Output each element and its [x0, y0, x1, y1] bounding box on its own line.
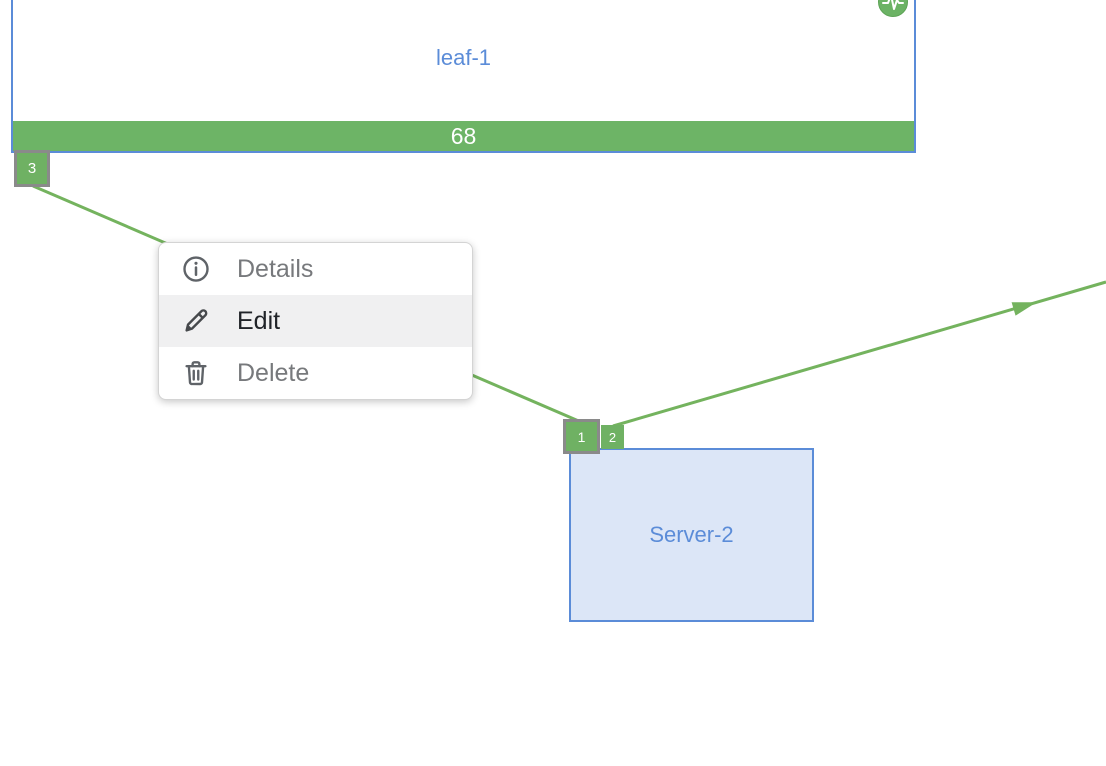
- pencil-icon: [181, 306, 211, 336]
- menu-item-label: Details: [237, 254, 314, 283]
- menu-item-delete[interactable]: Delete: [159, 347, 472, 399]
- context-menu: Details Edit Del: [158, 242, 473, 400]
- edge-arrowhead: [1011, 302, 1037, 316]
- node-server-2[interactable]: Server-2: [569, 448, 814, 622]
- port-badge-leaf1-3[interactable]: 3: [14, 150, 50, 187]
- menu-item-label: Delete: [237, 358, 310, 387]
- node-leaf-1[interactable]: leaf-1 68: [11, 0, 916, 153]
- port-badge-server2-2[interactable]: 2: [601, 425, 624, 449]
- node-leaf-1-label: leaf-1: [435, 45, 492, 70]
- menu-item-details[interactable]: Details: [159, 243, 472, 295]
- port-badge-label: 1: [577, 428, 586, 445]
- port-badge-server2-1[interactable]: 1: [563, 419, 600, 454]
- node-server-2-label: Server-2: [649, 522, 734, 547]
- menu-item-label: Edit: [237, 306, 281, 335]
- port-badge-label: 2: [608, 429, 617, 445]
- port-badge-label: 3: [27, 160, 37, 177]
- node-leaf-1-stat-bar: 68: [13, 121, 914, 151]
- info-icon: [181, 254, 211, 284]
- menu-item-edit[interactable]: Edit: [159, 295, 472, 347]
- status-pulse-icon: [882, 0, 904, 10]
- trash-icon: [181, 358, 211, 388]
